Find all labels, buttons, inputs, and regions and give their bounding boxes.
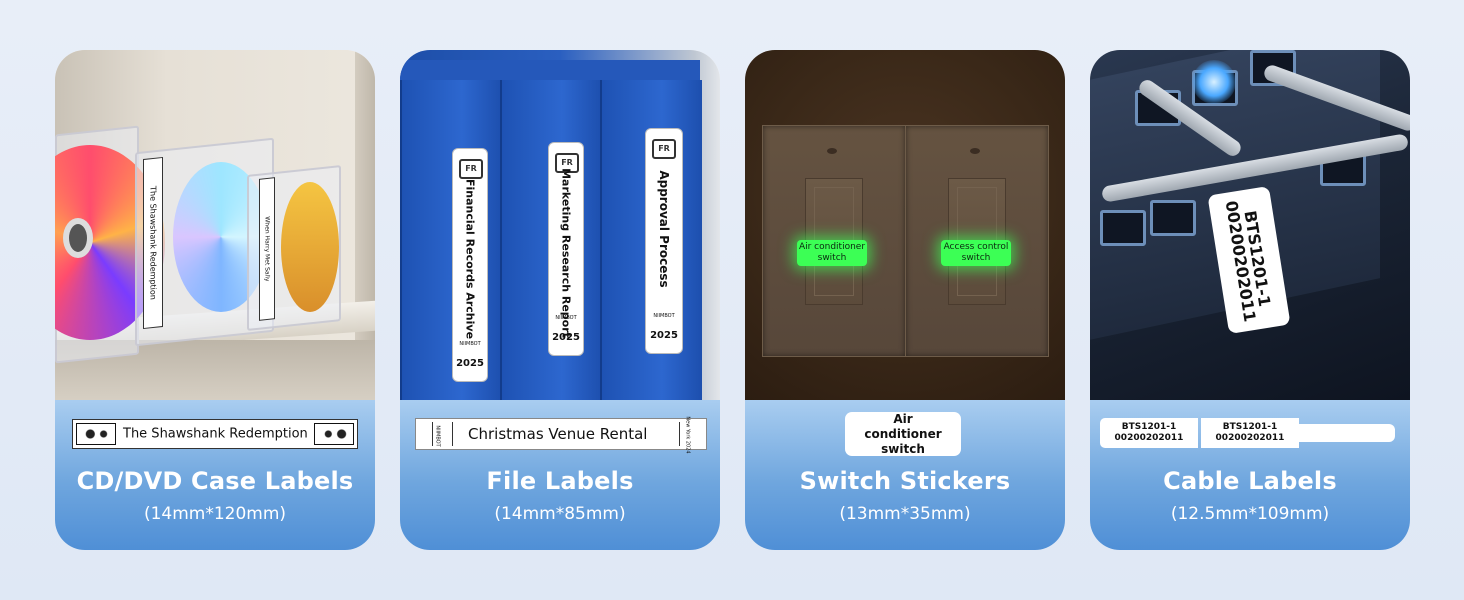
card-info: BTS1201-1 00200202011 BTS1201-1 00200202… [1090, 400, 1410, 550]
card-title: Cable Labels [1163, 467, 1337, 495]
card-info: Air conditioner switch Switch Stickers (… [745, 400, 1065, 550]
cd-spine-label-2: When Harry Met Sally [259, 177, 275, 321]
card-size: (14mm*120mm) [143, 504, 287, 524]
cable-label-sample: BTS1201-1 00200202011 [1100, 418, 1198, 448]
card-size: (14mm*85mm) [494, 504, 626, 524]
cd-spine-label: The Shawshank Redemption [143, 156, 163, 330]
binder-label: FR Marketing Research Report NIIMBOT 202… [548, 142, 584, 356]
card-size: (12.5mm*109mm) [1170, 504, 1330, 524]
card-cable: BTS1201-1 00200202011 BTS1201-1 00200202… [1090, 50, 1410, 550]
card-title: CD/DVD Case Labels [76, 467, 354, 495]
glow-sticker: Access control switch [941, 240, 1011, 266]
card-info: NIIMBOT Christmas Venue Rental New York … [400, 400, 720, 550]
card-switch: Air conditioner switch Access control sw… [745, 50, 1065, 550]
card-cd-dvd: The Shawshank Redemption When Harry Met … [55, 50, 375, 550]
switch-label-sample: Air conditioner switch [845, 412, 961, 456]
binder-label: FR Approval Process NIIMBOT 2025 [645, 128, 683, 354]
glow-sticker: Air conditioner switch [797, 240, 867, 266]
cd-label-text: The Shawshank Redemption [123, 426, 308, 442]
cd-label-sample: The Shawshank Redemption [72, 419, 358, 449]
network-photo: BTS1201-1 00200202011 [1090, 50, 1410, 400]
cable-tail [1299, 424, 1395, 442]
logo-icon: FR [459, 159, 483, 179]
binders-photo: FR Financial Records Archive NIIMBOT 202… [400, 50, 720, 400]
file-label-sample: NIIMBOT Christmas Venue Rental New York … [415, 416, 707, 454]
ornament-icon [314, 423, 354, 445]
ornament-icon [76, 423, 116, 445]
file-label-text: Christmas Venue Rental [468, 425, 648, 443]
logo-icon: FR [652, 139, 676, 159]
binder-label: FR Financial Records Archive NIIMBOT 202… [452, 148, 488, 382]
card-title: File Labels [486, 467, 634, 495]
card-info: The Shawshank Redemption CD/DVD Case Lab… [55, 400, 375, 550]
card-title: Switch Stickers [799, 467, 1011, 495]
logo-icon: FR [555, 153, 579, 173]
cable-label-sample: BTS1201-1 00200202011 [1201, 418, 1299, 448]
cd-shelf-photo: The Shawshank Redemption When Harry Met … [55, 50, 375, 400]
card-size: (13mm*35mm) [839, 504, 971, 524]
switch-photo: Air conditioner switch Access control sw… [745, 50, 1065, 400]
card-file: FR Financial Records Archive NIIMBOT 202… [400, 50, 720, 550]
